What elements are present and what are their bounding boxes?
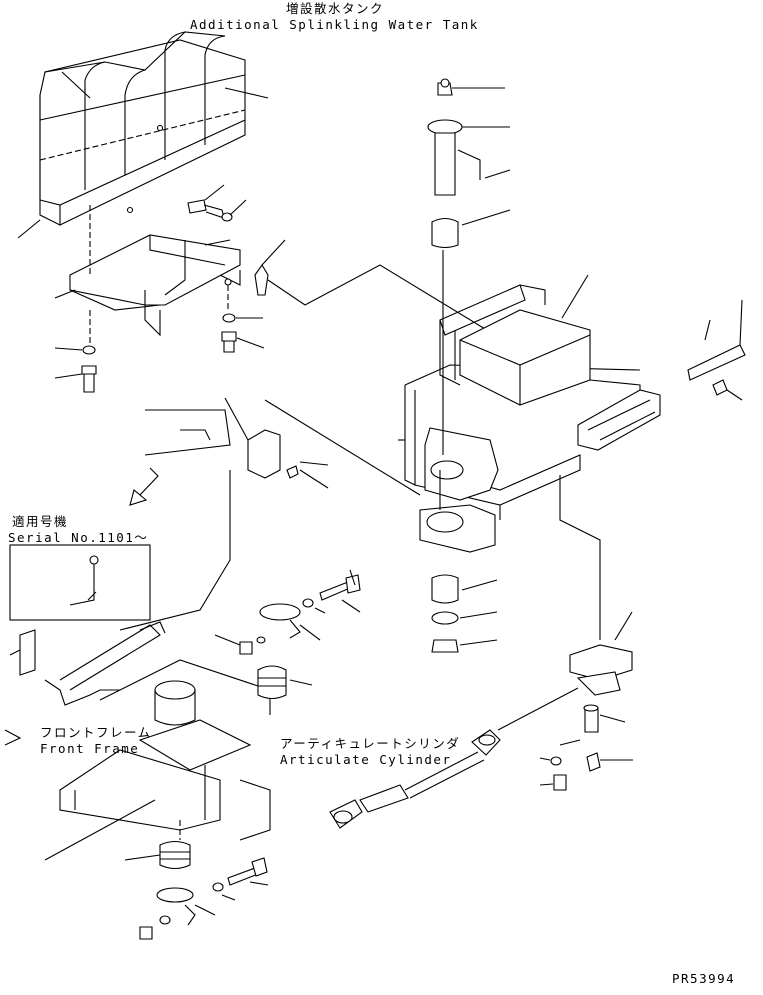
cylinder-label-jp: アーティキュレートシリンダ (280, 736, 461, 751)
side-bracket (577, 299, 746, 451)
front-frame-label-jp: フロントフレーム (40, 725, 152, 740)
tank-bracket (54, 234, 241, 345)
rubber-mount-lower (124, 840, 216, 940)
bolt-washer-left (54, 345, 97, 393)
rubber-mount-upper (214, 603, 321, 700)
tank-title-jp: 増設散水タンク (286, 1, 385, 16)
front-frame-label-en: Front Frame (40, 741, 140, 756)
water-tank (17, 31, 269, 275)
serial-title-jp: 適用号機 (12, 514, 69, 529)
center-hinge (419, 427, 499, 553)
drawing-number: PR53994 (672, 971, 736, 986)
hose-clip (254, 239, 496, 336)
serial-inset (9, 409, 231, 621)
mount-bolt-lower (212, 857, 269, 901)
articulate-cylinder (329, 687, 579, 829)
tank-bolt (187, 184, 247, 222)
cylinder-pin (539, 611, 633, 791)
hinge-pin-top (427, 78, 511, 455)
tank-title-en: Additional Splinkling Water Tank (190, 17, 479, 32)
hinge-bushings-lower (431, 574, 498, 653)
cylinder-label-en: Articulate Cylinder (280, 752, 452, 767)
front-frame (4, 470, 271, 861)
serial-number: Serial No.1101～ (8, 530, 149, 545)
mount-bolt-upper (302, 569, 361, 614)
direction-arrow (129, 467, 159, 506)
rear-frame (398, 274, 641, 640)
bolt-washer-right (221, 313, 265, 353)
retainer-plate (224, 397, 421, 496)
